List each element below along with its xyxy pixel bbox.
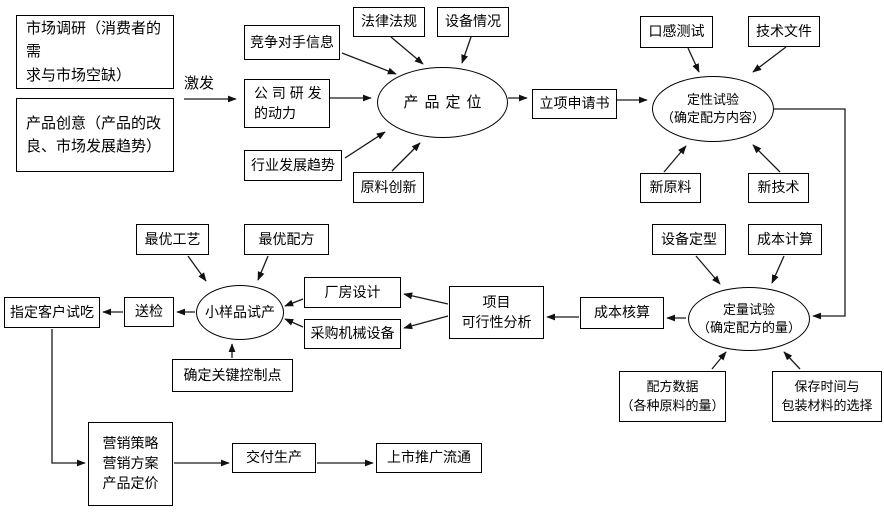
node-equipment-finalization: 设备定型 xyxy=(652,224,726,255)
node-market-research: 市场调研（消费者的需 求与市场空缺） xyxy=(16,15,174,89)
node-new-materials: 新原料 xyxy=(640,173,701,203)
connector-plant-design-to-sample-trial xyxy=(284,298,304,307)
connector-storage-packaging-to-quantitative xyxy=(783,351,801,370)
connector-tasting-to-marketing xyxy=(51,329,86,467)
connector-industry-trend-to-positioning xyxy=(344,131,386,159)
connector-new-materials-to-qualitative xyxy=(663,145,687,173)
connector-material-innovation-to-positioning xyxy=(391,142,421,172)
node-cost-calculation: 成本计算 xyxy=(748,224,822,255)
node-competitor-info: 竞争对手信息 xyxy=(244,25,340,60)
node-formula-data: 配方数据 （各种原料的量） xyxy=(619,371,726,422)
trigger-arrow-label: 激发 xyxy=(184,75,215,92)
node-customer-tasting: 指定客户试吃 xyxy=(4,297,100,328)
node-technical-docs: 技术文件 xyxy=(748,16,820,47)
connector-technical-docs-to-qualitative xyxy=(752,46,787,73)
node-industry-trend: 行业发展趋势 xyxy=(244,150,342,181)
node-project-application: 立项申请书 xyxy=(532,89,617,119)
connector-machinery-to-sample-trial xyxy=(284,318,304,328)
node-sample-trial: 小样品试产 xyxy=(196,285,284,340)
connector-new-technology-to-qualitative xyxy=(752,144,781,173)
node-plant-design: 厂房设计 xyxy=(304,277,401,308)
node-cost-accounting: 成本核算 xyxy=(580,297,664,329)
node-taste-test: 口感测试 xyxy=(640,16,713,48)
node-new-technology: 新技术 xyxy=(748,173,809,203)
node-key-control-points: 确定关键控制点 xyxy=(172,359,293,392)
connector-optimal-process-to-sample-trial xyxy=(187,255,207,282)
node-rd-motivation: 公 司 研 发 的动力 xyxy=(244,79,330,128)
connector-laws-to-positioning xyxy=(390,36,424,65)
connector-equipment-status-to-positioning xyxy=(461,36,472,64)
connector-equipment-finalization-to-quantitative xyxy=(695,255,721,285)
node-material-innovation: 原料创新 xyxy=(353,172,424,203)
node-equipment-status: 设备情况 xyxy=(437,7,509,37)
node-laws: 法律法规 xyxy=(353,7,425,37)
node-production: 交付生产 xyxy=(232,443,316,473)
node-quantitative-test: 定量试验 （确定配方的量） xyxy=(688,287,810,351)
node-feasibility-analysis: 项目 可行性分析 xyxy=(449,286,544,339)
connector-qualitative-to-quantitative xyxy=(774,108,846,320)
connector-optimal-formula-to-sample-trial xyxy=(257,255,269,281)
node-product-positioning: 产品定位 xyxy=(377,67,508,138)
node-launch: 上市推广流通 xyxy=(376,443,482,473)
node-marketing: 营销策略 营销方案 产品定价 xyxy=(88,422,173,506)
node-qualitative-test: 定性试验 （确定配方内容） xyxy=(652,76,774,142)
node-inspection: 送检 xyxy=(124,297,174,327)
node-machinery-purchase: 采购机械设备 xyxy=(304,319,401,349)
connector-feasibility-to-machinery xyxy=(403,315,449,330)
connector-formula-data-to-quantitative xyxy=(711,351,727,370)
node-optimal-formula: 最优配方 xyxy=(244,224,329,255)
node-optimal-process: 最优工艺 xyxy=(136,224,209,255)
connector-cost-calculation-to-quantitative xyxy=(771,255,785,284)
node-product-idea: 产品创意（产品的改 良、市场发展趋势） xyxy=(16,98,174,172)
connector-competitor-to-positioning xyxy=(341,52,397,75)
connector-taste-test-to-qualitative xyxy=(687,47,700,73)
node-storage-packaging: 保存时间与 包装材料的选择 xyxy=(772,371,882,422)
connector-feasibility-to-plant-design xyxy=(403,292,449,305)
